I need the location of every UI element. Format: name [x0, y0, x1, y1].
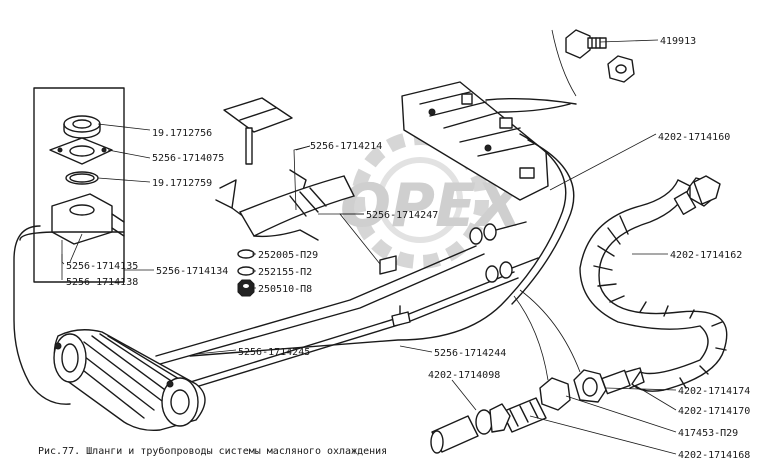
flange-adapter-part [19, 193, 125, 245]
label-252155-p2: 252155-П2 [258, 267, 312, 278]
figure-caption: Рис.77. Шланги и трубопроводы системы ма… [38, 445, 387, 457]
gasket-part [49, 137, 113, 165]
label-4202-1714168: 4202-1714168 [678, 450, 750, 461]
hose-end-fitting-upper [673, 175, 721, 215]
pipe-coupling-lower [485, 257, 539, 283]
pipe-clip [379, 255, 411, 327]
block-pipe-1 [485, 97, 577, 105]
engine-block [401, 81, 549, 201]
leader-lines [61, 39, 677, 455]
oil-cooler [53, 329, 206, 432]
label-19-1712756: 19.1712756 [152, 128, 212, 139]
union-4202-1714168 [501, 397, 547, 433]
hose-fitting-4202-1714174 [573, 369, 607, 403]
label-4202-1714098: 4202-1714098 [428, 370, 500, 381]
mounting-bracket [215, 97, 307, 221]
hose-sleeve [238, 175, 356, 241]
label-252005-p29: 252005-П29 [258, 250, 318, 261]
label-4202-1714170: 4202-1714170 [678, 406, 750, 417]
label-5256-1714135: 5256-1714135 [66, 261, 138, 272]
label-417453-p29: 417453-П29 [678, 428, 738, 439]
flexible-hose-4202-1714162 [579, 179, 728, 392]
inset-frame [33, 87, 125, 283]
label-19-1712759: 19.1712759 [152, 178, 212, 189]
pipe-coupling-upper [469, 221, 527, 245]
pipe-5256-1714245 [155, 245, 477, 357]
fitting-419913 [551, 29, 635, 97]
label-5256-1714075: 5256-1714075 [152, 153, 224, 164]
fitting-4202-1714098 [430, 403, 511, 454]
label-419913: 419913 [660, 36, 696, 47]
seal-ring-part [63, 115, 101, 139]
cooler-return-pipe [13, 225, 71, 405]
hose-4202-1714160 [189, 133, 567, 357]
label-250510-p8: 250510-П8 [258, 284, 312, 295]
label-5256-1714138: 5256-1714138 [66, 277, 138, 288]
label-4202-1714174: 4202-1714174 [678, 386, 750, 397]
label-4202-1714162: 4202-1714162 [670, 250, 742, 261]
label-5256-1714245: 5256-1714245 [238, 347, 310, 358]
label-5256-1714244: 5256-1714244 [434, 348, 506, 359]
clamp-fasteners [237, 249, 255, 297]
label-4202-1714160: 4202-1714160 [658, 132, 730, 143]
nut-417453 [539, 377, 571, 411]
label-5256-1714134: 5256-1714134 [156, 266, 228, 277]
label-5256-1714214: 5256-1714214 [310, 141, 382, 152]
o-ring-part [65, 171, 99, 185]
label-5256-1714247: 5256-1714247 [366, 210, 438, 221]
